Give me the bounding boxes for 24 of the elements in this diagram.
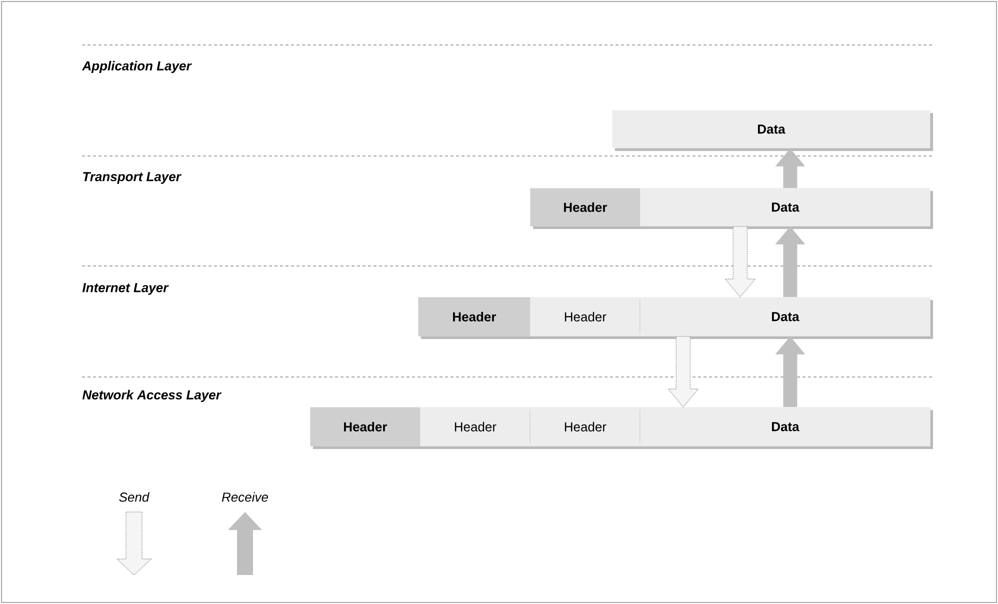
layer-label: Transport Layer	[83, 172, 182, 184]
node-label: Data	[772, 422, 800, 432]
layer-label: Network Access Layer	[82, 390, 222, 402]
header-segment: Header	[418, 297, 530, 336]
block-arrow	[724, 226, 756, 298]
data-segment: Data	[640, 188, 930, 226]
header-segment: Header	[420, 407, 530, 446]
legend-label: Receive	[222, 492, 268, 502]
node-label: Header	[564, 422, 606, 432]
block-arrow	[775, 226, 806, 297]
node-label: Header	[454, 422, 496, 432]
bar: Data	[612, 110, 933, 151]
layer-label: Internet Layer	[82, 283, 169, 295]
block-arrow	[667, 336, 700, 408]
header-segment: Header	[530, 407, 640, 446]
legend-label: Send	[119, 492, 150, 502]
block-arrow	[775, 336, 806, 407]
node-label: Header	[564, 312, 606, 322]
header-segment: Header	[530, 297, 640, 336]
header-segment: Header	[310, 407, 420, 446]
node-label: Data	[772, 312, 800, 322]
layer-label: Application Layer	[82, 60, 192, 74]
header-segment: Header	[530, 188, 640, 226]
block-arrow	[775, 148, 806, 188]
